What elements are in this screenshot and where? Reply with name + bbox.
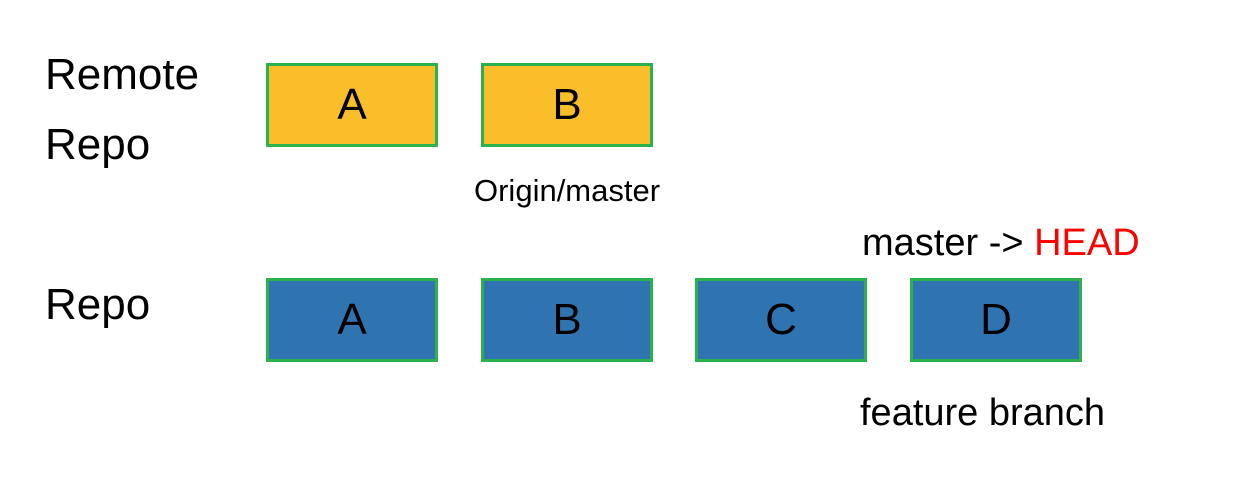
local-commit-d: D [910,278,1082,362]
master-head-label: master -> HEAD [862,222,1140,265]
remote-commit-a: A [266,63,438,147]
remote-repo-label: Remote Repo [45,50,200,169]
head-text: HEAD [1034,222,1140,264]
local-commit-c: C [695,278,867,362]
local-repo-label: Repo [45,280,151,329]
remote-commit-b: B [481,63,653,147]
feature-branch-label: feature branch [860,392,1106,434]
local-commit-b: B [481,278,653,362]
master-pointer-text: master -> [862,222,1035,264]
origin-master-label: Origin/master [474,173,661,208]
local-commit-a: A [266,278,438,362]
